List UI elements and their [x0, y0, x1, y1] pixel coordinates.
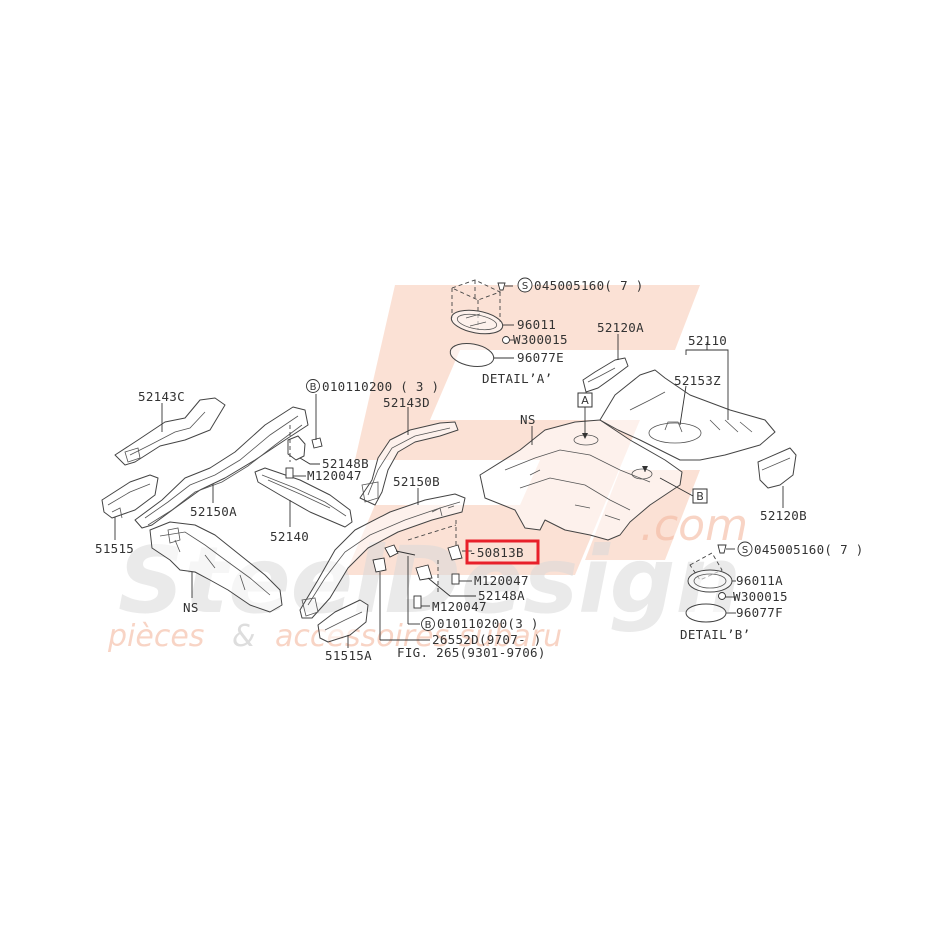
- highlight-box-50813B[interactable]: [465, 539, 540, 565]
- part-52120B: [757, 447, 797, 489]
- circle-B-icon: [306, 379, 320, 393]
- label-52120B: 52120B: [760, 508, 807, 523]
- detail-A-assembly: [449, 279, 514, 367]
- washer-icon: [502, 336, 510, 344]
- part-52143C: [114, 397, 226, 466]
- bolt-M120047-a: [285, 467, 306, 479]
- svg-text:B: B: [696, 490, 704, 503]
- label-26552D: 26552D(9707- ): [432, 632, 542, 647]
- watermark-tagline-amp: &: [232, 619, 255, 654]
- label-fig-265-reference[interactable]: FIG. 265(9301-9706): [397, 645, 546, 660]
- label-52143D: 52143D: [383, 395, 430, 410]
- bracket-52148A-icon: [415, 564, 433, 581]
- part-52140: [254, 467, 353, 528]
- label-51515A: 51515A: [325, 648, 372, 663]
- label-52148A: 52148A: [478, 588, 525, 603]
- label-52148B: 52148B: [322, 456, 369, 471]
- label-52110: 52110: [688, 333, 727, 348]
- part-51515: [101, 474, 159, 519]
- label-M120047-a: M120047: [307, 468, 362, 483]
- label-52150B: 52150B: [393, 474, 440, 489]
- label-detail-A: DETAIL’A’: [482, 371, 552, 386]
- nut-icon: [384, 544, 399, 558]
- arrow-down-icon: [642, 466, 648, 472]
- label-NS-floor: NS: [520, 412, 536, 427]
- label-bolt-010110200-bottom: 010110200(3 ): [437, 616, 539, 631]
- label-52153Z: 52153Z: [674, 373, 721, 388]
- bolt-icon: [311, 437, 323, 449]
- part-52150B: [299, 493, 466, 619]
- label-96011: 96011: [517, 317, 556, 332]
- svg-text:B: B: [310, 382, 317, 393]
- svg-text:B: B: [425, 620, 432, 631]
- label-96077E: 96077E: [517, 350, 564, 365]
- circle-S-icon-B: [737, 541, 753, 557]
- arrow-down-icon: [582, 433, 588, 439]
- circle-B-icon: [421, 617, 435, 631]
- label-screw-045005160-A: 045005160( 7 ): [534, 278, 644, 293]
- svg-text:A: A: [581, 394, 589, 407]
- label-96077F: 96077F: [736, 605, 783, 620]
- part-floor-NS: [479, 419, 683, 541]
- bolt-M120047-b-icon: [451, 573, 460, 585]
- label-W300015-B: W300015: [733, 589, 788, 604]
- part-52150A: [134, 406, 309, 529]
- label-W300015-A: W300015: [513, 332, 568, 347]
- label-M120047-c: M120047: [432, 599, 487, 614]
- label-50813B[interactable]: -50813B: [469, 545, 524, 560]
- fastener-bolt-B-bottom: B: [421, 617, 435, 631]
- clip-50813B-icon: [447, 544, 463, 561]
- label-52120A: 52120A: [597, 320, 644, 335]
- fasteners-lower-group: [372, 520, 476, 641]
- label-52143C: 52143C: [138, 389, 185, 404]
- part-52148B: [287, 425, 323, 462]
- part-52120A: [582, 357, 629, 393]
- detail-B-assembly: [685, 544, 736, 623]
- washer-icon: [718, 592, 726, 600]
- svg-text:S: S: [522, 281, 528, 292]
- svg-text:S: S: [742, 545, 748, 556]
- circle-S-icon-A: [517, 277, 533, 293]
- watermark-tagline-left: pièces: [107, 619, 204, 654]
- label-M120047-b: M120047: [474, 573, 529, 588]
- fastener-bolt-B-top: B: [306, 379, 320, 440]
- watermark-domain-text: .com: [640, 500, 748, 551]
- label-detail-B: DETAIL’B’: [680, 627, 750, 642]
- label-96011A: 96011A: [736, 573, 783, 588]
- bolt-M120047-c-icon: [413, 595, 422, 609]
- screw-icon: [717, 544, 727, 554]
- label-52140: 52140: [270, 529, 309, 544]
- label-bolt-010110200-top: 010110200 ( 3 ): [322, 379, 439, 394]
- part-52110: [599, 369, 776, 461]
- label-52150A: 52150A: [190, 504, 237, 519]
- clip-26552D-icon: [372, 557, 387, 573]
- label-screw-045005160-B: 045005160( 7 ): [754, 542, 864, 557]
- watermark-logo-shape: [345, 285, 700, 575]
- part-NS-left: [149, 521, 283, 613]
- label-51515: 51515: [95, 541, 134, 556]
- part-51515A: [317, 599, 369, 643]
- label-NS-left: NS: [183, 600, 199, 615]
- screw-icon: [497, 282, 506, 291]
- part-52143D: [359, 421, 459, 506]
